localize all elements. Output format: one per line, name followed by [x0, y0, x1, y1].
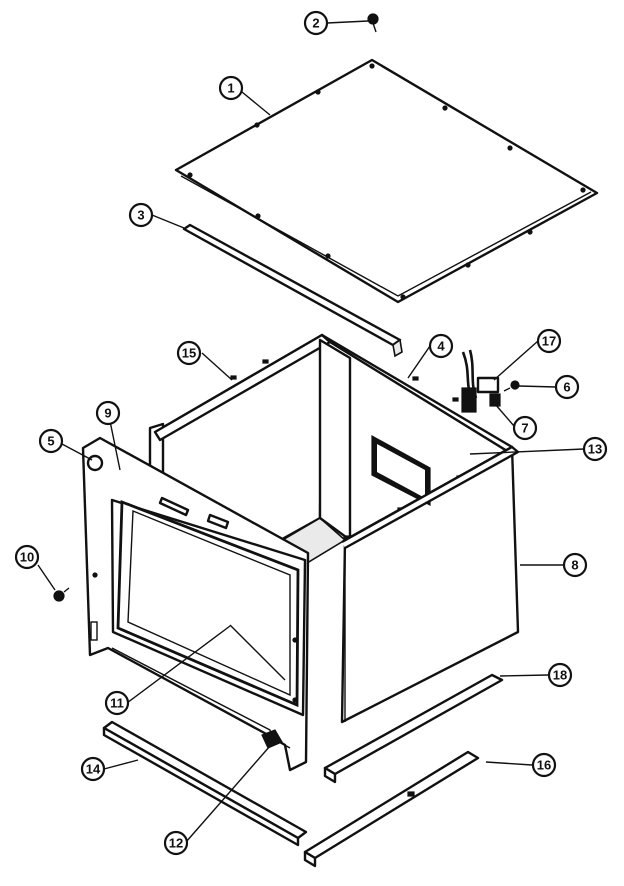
callout-8: 8: [562, 552, 588, 578]
callout-9: 9: [95, 400, 121, 426]
part-14-bottom-rail: [102, 720, 308, 847]
callout-3: 3: [128, 202, 154, 228]
callout-13: 13: [582, 436, 608, 462]
callout-2: 2: [303, 10, 329, 36]
svg-text:3: 3: [137, 208, 144, 223]
callout-4: 4: [428, 333, 454, 359]
part-1-top-panel: [174, 58, 599, 304]
part-12-hinge: [261, 729, 283, 749]
part-2-screw: [367, 13, 379, 33]
callout-5: 5: [38, 428, 64, 454]
svg-text:17: 17: [542, 334, 556, 349]
svg-text:14: 14: [86, 762, 101, 777]
svg-text:15: 15: [182, 346, 196, 361]
svg-text:10: 10: [20, 550, 34, 565]
svg-text:5: 5: [47, 434, 54, 449]
svg-text:18: 18: [553, 668, 567, 683]
callout-7: 7: [512, 415, 538, 441]
svg-text:6: 6: [563, 380, 570, 395]
part-16-bottom-rail: [303, 750, 480, 868]
callout-10: 10: [14, 544, 40, 570]
svg-text:4: 4: [437, 339, 445, 354]
svg-text:8: 8: [571, 558, 578, 573]
svg-text:7: 7: [521, 421, 528, 436]
part-10-screw: [53, 587, 70, 602]
part-18-side-rail: [323, 673, 504, 784]
part-17-wire-harness: [461, 349, 500, 413]
callout-18: 18: [547, 662, 573, 688]
callout-1: 1: [218, 75, 244, 101]
svg-text:2: 2: [312, 16, 319, 31]
leader-lines: [37, 20, 585, 843]
part-6-screw: [503, 380, 520, 392]
callout-16: 16: [531, 752, 557, 778]
svg-text:12: 12: [169, 836, 183, 851]
svg-text:13: 13: [588, 442, 602, 457]
svg-text:16: 16: [537, 758, 551, 773]
part-7-clip: [489, 393, 501, 407]
part-3-trim-strip: [182, 223, 403, 358]
svg-text:1: 1: [227, 81, 234, 96]
svg-text:9: 9: [104, 406, 111, 421]
svg-text:11: 11: [110, 696, 124, 711]
callout-11: 11: [104, 690, 130, 716]
callout-12: 12: [163, 830, 189, 856]
callout-6: 6: [554, 374, 580, 400]
part-9-front-frame: [81, 436, 310, 772]
callout-14: 14: [80, 756, 106, 782]
callout-17: 17: [536, 328, 562, 354]
callout-15: 15: [176, 340, 202, 366]
part-11-door-opening: [229, 624, 286, 681]
